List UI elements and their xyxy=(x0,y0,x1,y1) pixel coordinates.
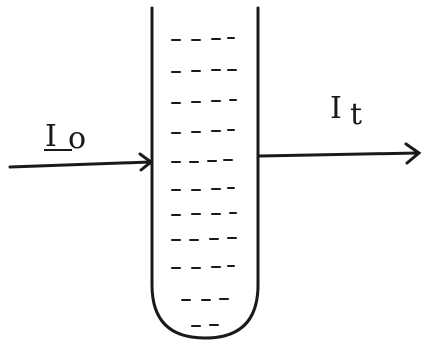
transmitted-intensity-label: I t xyxy=(330,91,362,132)
transmitted-beam-arrow xyxy=(258,142,422,165)
liquid-solution xyxy=(171,37,237,327)
transmitted-label-main: I xyxy=(330,91,342,126)
test-tube-outline xyxy=(150,6,260,340)
incident-beam-arrow xyxy=(8,152,154,172)
incident-intensity-label: I o xyxy=(44,119,86,156)
transmitted-label-subscript: t xyxy=(350,97,362,132)
incident-label-subscript: o xyxy=(68,121,86,156)
incident-label-main: I xyxy=(45,119,57,154)
